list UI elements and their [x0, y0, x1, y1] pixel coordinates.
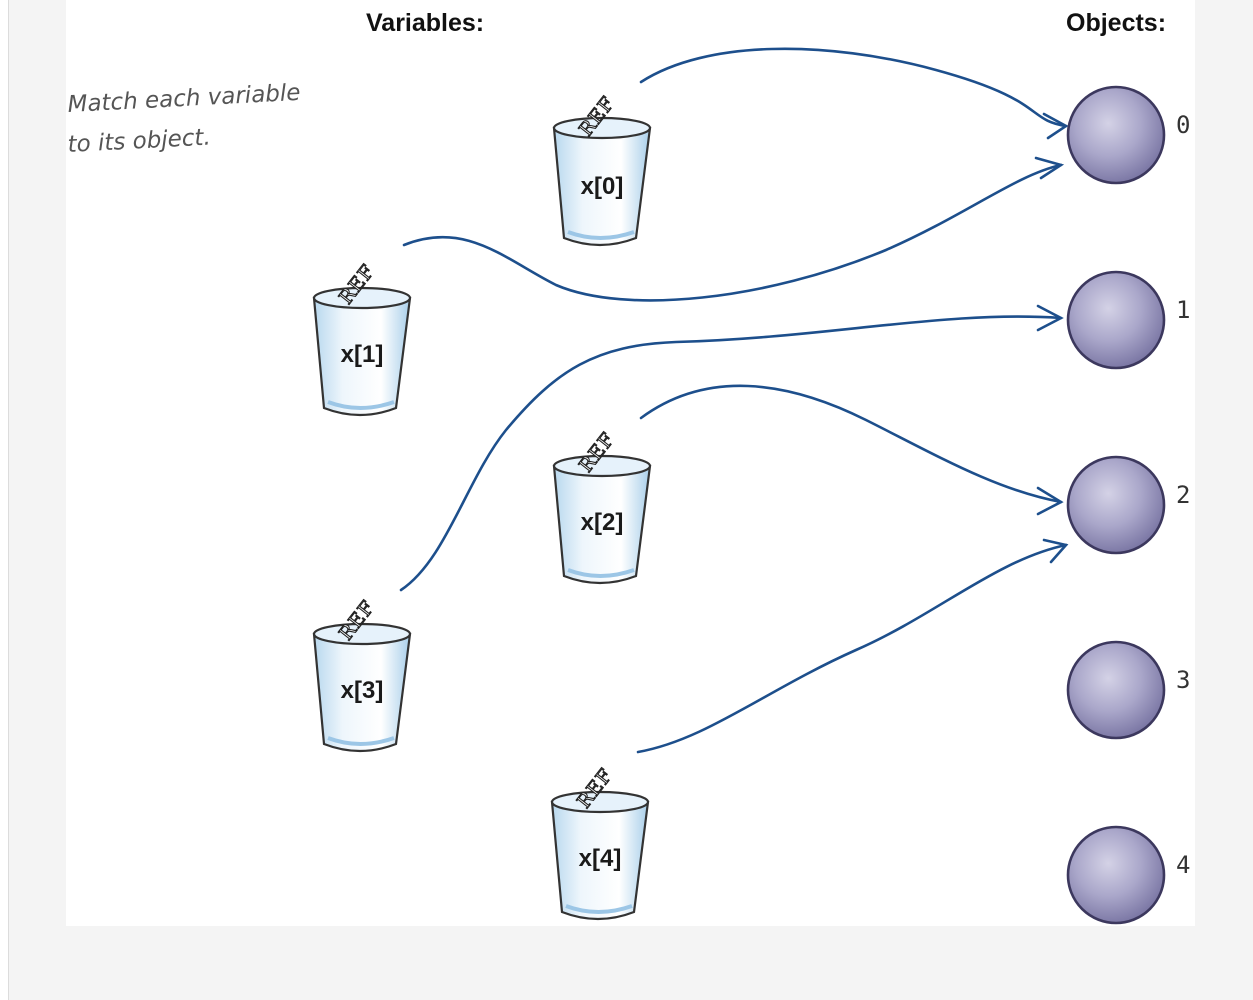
object-0[interactable]: 0 — [1066, 85, 1190, 185]
reference-arrows — [399, 47, 1069, 754]
arrow-x3-to-object1 — [399, 315, 1063, 592]
arrow-x0-to-object0 — [639, 47, 1068, 128]
variables-header: Variables: — [366, 9, 484, 37]
variable-cup-x4[interactable]: REF x[4] — [550, 764, 650, 921]
object-2[interactable]: 2 — [1066, 455, 1190, 555]
object-index-1: 1 — [1176, 296, 1190, 324]
variable-label-x0: x[0] — [581, 173, 624, 200]
arrowhead-x1 — [1034, 156, 1065, 180]
object-4[interactable]: 4 — [1066, 825, 1190, 925]
left-border — [8, 0, 9, 1000]
object-index-4: 4 — [1176, 851, 1190, 879]
arrowhead-x4 — [1042, 538, 1069, 564]
object-1[interactable]: 1 — [1066, 270, 1190, 370]
diagram-figure: Variables: Objects: Match each variable … — [66, 0, 1195, 926]
variable-cup-x0[interactable]: REF x[0] — [552, 92, 652, 247]
object-index-0: 0 — [1176, 111, 1190, 139]
arrow-x4-to-object2 — [636, 543, 1068, 754]
objects-column: 0 1 2 3 4 — [1066, 85, 1190, 925]
object-index-2: 2 — [1176, 481, 1190, 509]
variable-cup-x3[interactable]: REF x[3] — [312, 596, 412, 753]
variable-label-x2: x[2] — [581, 509, 624, 536]
variable-label-x4: x[4] — [579, 845, 622, 872]
object-3[interactable]: 3 — [1066, 640, 1190, 740]
variable-label-x3: x[3] — [341, 677, 384, 704]
object-index-3: 3 — [1176, 666, 1190, 694]
variable-cup-x1[interactable]: REF x[1] — [312, 260, 412, 417]
variables-cups: REF x[0] REF x[1] REF x[2] — [312, 92, 652, 921]
instruction-note-line1: Match each variable — [67, 80, 301, 118]
arrowhead-x2 — [1036, 486, 1064, 516]
diagram-svg: Variables: Objects: Match each variable … — [67, 9, 1190, 925]
arrow-x1-to-object0 — [402, 163, 1063, 302]
arrowhead-x3 — [1036, 304, 1064, 332]
variable-label-x1: x[1] — [341, 341, 384, 368]
arrowhead-x0 — [1042, 112, 1069, 140]
variable-cup-x2[interactable]: REF x[2] — [552, 428, 652, 585]
instruction-note-line2: to its object. — [67, 125, 211, 158]
objects-header: Objects: — [1066, 9, 1166, 37]
arrow-x2-to-object2 — [639, 384, 1063, 504]
